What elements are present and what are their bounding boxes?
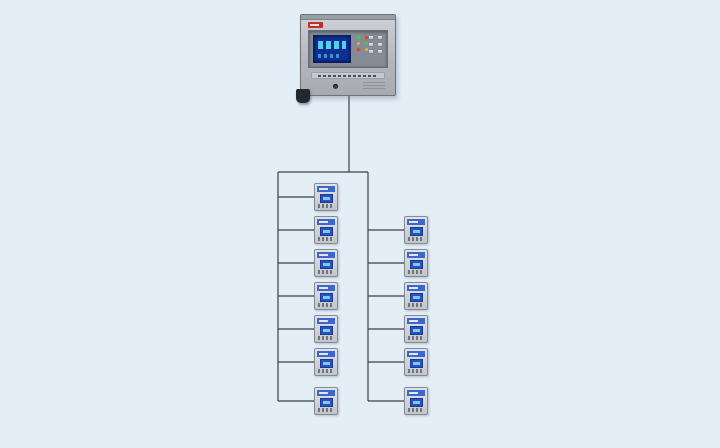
detector-brand-band bbox=[317, 318, 335, 324]
gas-detector bbox=[314, 183, 338, 211]
detector-lcd bbox=[410, 359, 423, 368]
controller-front-panel bbox=[308, 30, 388, 68]
vent-slots bbox=[363, 82, 385, 90]
status-led-indicators bbox=[357, 36, 369, 62]
detector-terminals bbox=[318, 303, 334, 307]
brand-logo bbox=[308, 22, 323, 28]
detector-lcd bbox=[410, 293, 423, 302]
key-lock bbox=[333, 84, 338, 89]
detector-terminals bbox=[408, 270, 424, 274]
detector-terminals bbox=[318, 270, 334, 274]
gas-detector bbox=[404, 249, 428, 277]
gas-detector bbox=[404, 387, 428, 415]
detector-terminals bbox=[408, 237, 424, 241]
detector-brand-band bbox=[317, 390, 335, 396]
detector-lcd bbox=[320, 227, 333, 236]
detector-lcd bbox=[320, 194, 333, 203]
detector-lcd bbox=[410, 227, 423, 236]
detector-terminals bbox=[408, 336, 424, 340]
gas-detector bbox=[314, 249, 338, 277]
gas-detector bbox=[404, 216, 428, 244]
detector-terminals bbox=[318, 237, 334, 241]
lcd-reading-row bbox=[318, 41, 346, 49]
gas-detector bbox=[404, 282, 428, 310]
gas-detector bbox=[314, 282, 338, 310]
detector-terminals bbox=[318, 408, 334, 412]
lcd-status-row bbox=[318, 54, 340, 58]
gas-detector bbox=[404, 348, 428, 376]
gas-alarm-controller bbox=[296, 14, 396, 103]
detector-lcd bbox=[410, 398, 423, 407]
gas-detector bbox=[404, 315, 428, 343]
detector-brand-band bbox=[317, 351, 335, 357]
controller-lcd-screen bbox=[313, 35, 351, 63]
alarm-horn bbox=[296, 89, 310, 103]
detector-lcd bbox=[320, 326, 333, 335]
detector-terminals bbox=[408, 369, 424, 373]
gas-detector bbox=[314, 315, 338, 343]
gas-detector bbox=[314, 216, 338, 244]
detector-brand-band bbox=[407, 351, 425, 357]
detector-brand-band bbox=[407, 219, 425, 225]
detector-brand-band bbox=[407, 318, 425, 324]
detector-lcd bbox=[320, 293, 333, 302]
detector-terminals bbox=[408, 303, 424, 307]
detector-terminals bbox=[408, 408, 424, 412]
detector-terminals bbox=[318, 204, 334, 208]
detector-brand-band bbox=[317, 186, 335, 192]
detector-brand-band bbox=[317, 285, 335, 291]
detector-brand-band bbox=[317, 252, 335, 258]
detector-brand-band bbox=[407, 252, 425, 258]
controller-top-strip bbox=[301, 15, 395, 20]
detector-lcd bbox=[410, 326, 423, 335]
detector-brand-band bbox=[407, 285, 425, 291]
controller-nameplate bbox=[311, 72, 385, 79]
detector-brand-band bbox=[317, 219, 335, 225]
controller-keypad bbox=[368, 35, 384, 65]
detector-brand-band bbox=[407, 390, 425, 396]
detector-terminals bbox=[318, 336, 334, 340]
detector-terminals bbox=[318, 369, 334, 373]
gas-detector bbox=[314, 387, 338, 415]
detector-lcd bbox=[320, 359, 333, 368]
detector-lcd bbox=[410, 260, 423, 269]
detector-lcd bbox=[320, 260, 333, 269]
gas-detector bbox=[314, 348, 338, 376]
detector-lcd bbox=[320, 398, 333, 407]
